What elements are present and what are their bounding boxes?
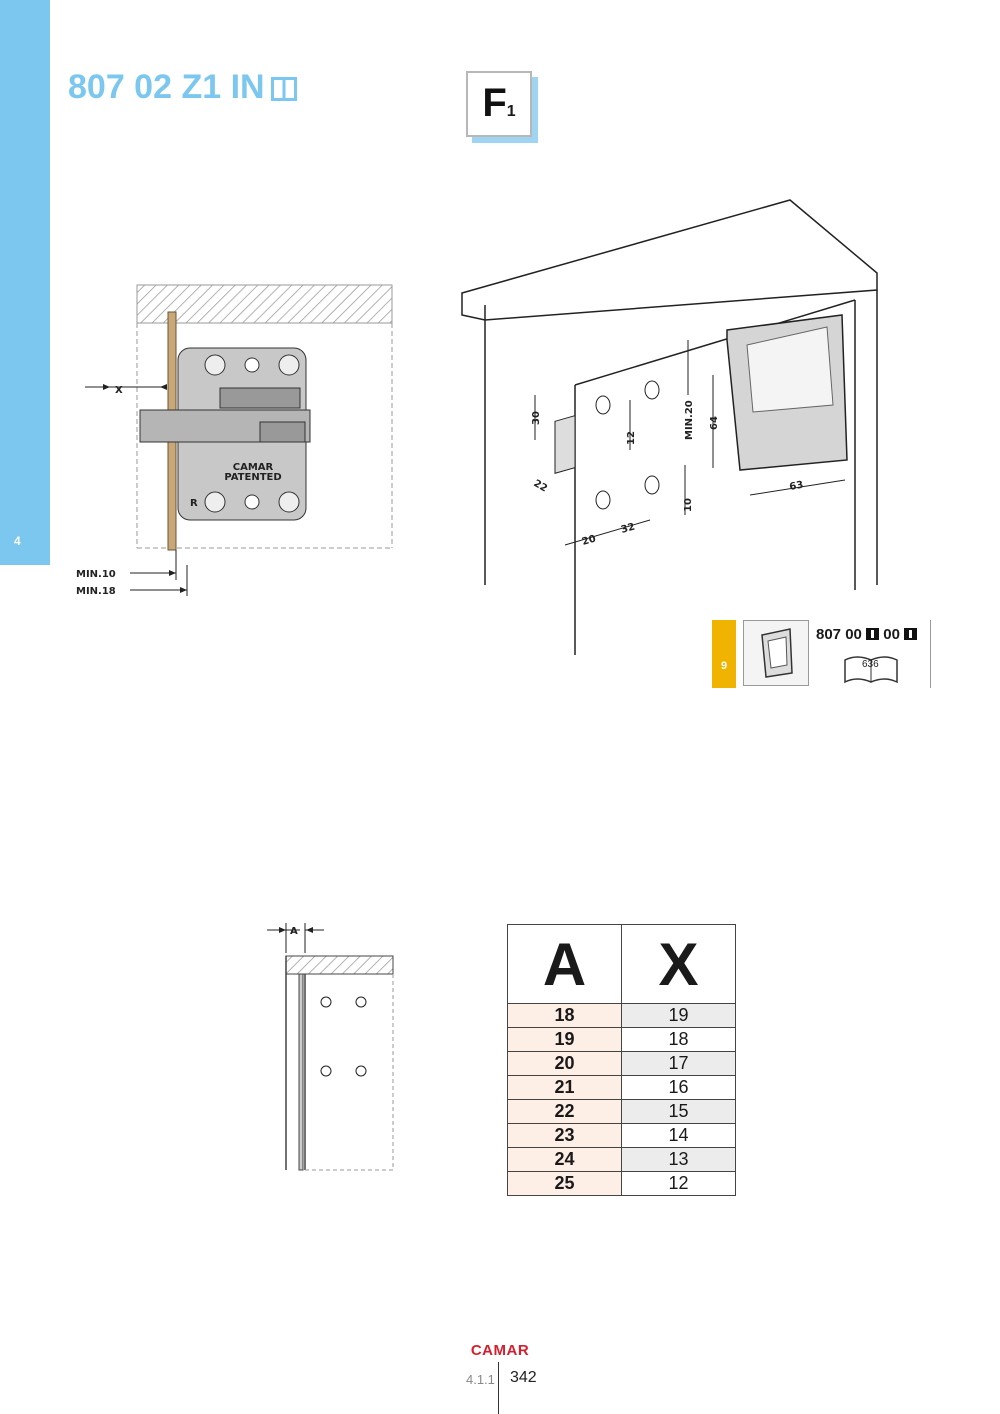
- camar-logo: CAMAR: [470, 1342, 530, 1359]
- catalog-page-ref: 636: [862, 659, 879, 670]
- door-thickness-diagram: A: [267, 923, 394, 1171]
- hinge-side: R: [190, 498, 198, 509]
- hinge-patented: PATENTED: [224, 472, 281, 483]
- double-door-icon: [866, 628, 880, 640]
- reference-number: 9: [720, 660, 728, 672]
- badge-letter: F: [482, 81, 507, 125]
- reference-divider: [930, 620, 931, 688]
- dim-10: 10: [683, 498, 694, 512]
- double-door-icon: [270, 77, 297, 101]
- a-dimension-label: A: [290, 926, 298, 937]
- section-sidebar: [0, 0, 50, 565]
- reference-strip: [712, 620, 736, 688]
- table-header-x: X: [621, 924, 736, 1004]
- dim-63: 63: [789, 480, 805, 493]
- hinge-brand: CAMAR: [233, 462, 274, 473]
- section-number: 4: [14, 534, 21, 548]
- dim-32: 32: [620, 521, 636, 535]
- hinge-mount-diagram: CAMAR PATENTED R X MIN.10 MIN.18: [76, 284, 393, 597]
- badge-subscript: 1: [506, 103, 516, 120]
- product-code: 807 02 Z1 IN: [68, 68, 265, 106]
- f1-badge: F1: [466, 71, 532, 137]
- catalog-book-icon[interactable]: [842, 652, 900, 686]
- page-number: 342: [510, 1369, 537, 1386]
- reference-thumbnail[interactable]: [743, 620, 809, 686]
- min-10-label: MIN.10: [76, 569, 116, 580]
- dim-22: 22: [532, 478, 550, 495]
- min-18-label: MIN.18: [76, 586, 116, 597]
- footer-divider: [498, 1362, 499, 1414]
- cabinet-top: [461, 199, 878, 321]
- dim-64: 64: [709, 416, 720, 430]
- page-title: 807 02 Z1 IN: [68, 68, 297, 107]
- cabinet-top-hatch: [136, 284, 393, 324]
- footer-section: 4.1.1: [466, 1372, 495, 1387]
- double-door-icon: [904, 628, 918, 640]
- hinge-cup-icon: [761, 628, 793, 678]
- dim-min20: MIN.20: [684, 400, 695, 440]
- dim-30: 30: [531, 411, 542, 425]
- reference-code[interactable]: 807 00 00: [816, 626, 918, 643]
- dim-12: 12: [626, 431, 637, 445]
- dim-20: 20: [581, 533, 597, 547]
- x-dimension-label: X: [115, 385, 123, 396]
- drilling-template-diagram: 30 22 20 32 12 MIN.20 64 10 63: [461, 199, 878, 655]
- table-header-a: A: [507, 924, 622, 1004]
